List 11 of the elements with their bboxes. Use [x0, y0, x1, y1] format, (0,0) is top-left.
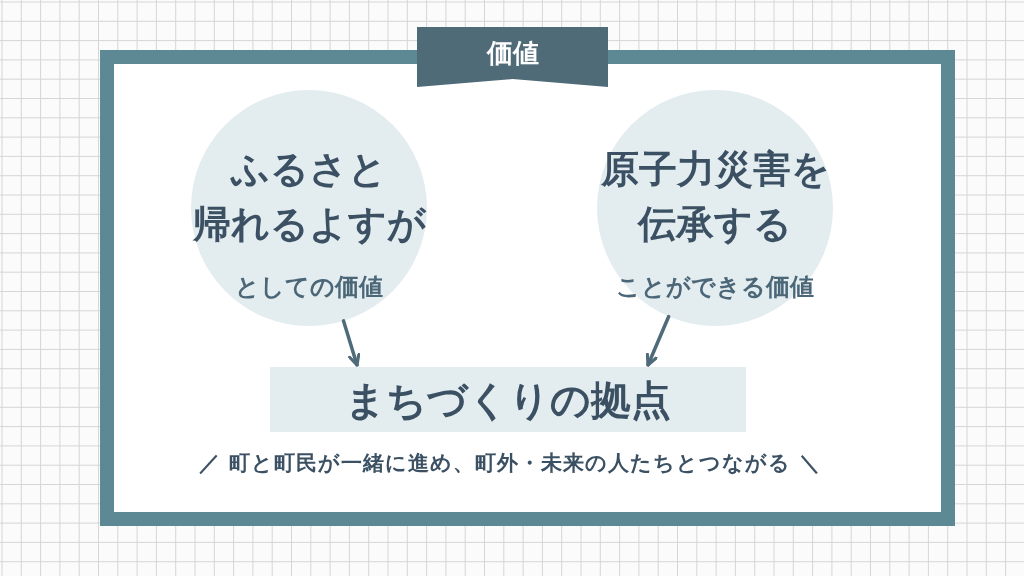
circle-heading: 原子力災害を伝承する [599, 146, 831, 248]
circle-heading: ふるさと帰れるよすが [191, 146, 427, 248]
banner-text: まちづくりの拠点 [345, 375, 671, 425]
titled-frame [100, 27, 955, 526]
highlight-banner [270, 367, 746, 432]
arrow [341, 319, 361, 367]
arrow [645, 314, 671, 367]
tagline-text: ／ 町と町民が一緒に進め、町外・未来の人たちとつながる ＼ [198, 450, 822, 477]
circle-subtext: ことができる価値 [615, 272, 815, 302]
frame-title: 価値 [486, 37, 539, 70]
circle-subtext: としての価値 [234, 272, 384, 302]
